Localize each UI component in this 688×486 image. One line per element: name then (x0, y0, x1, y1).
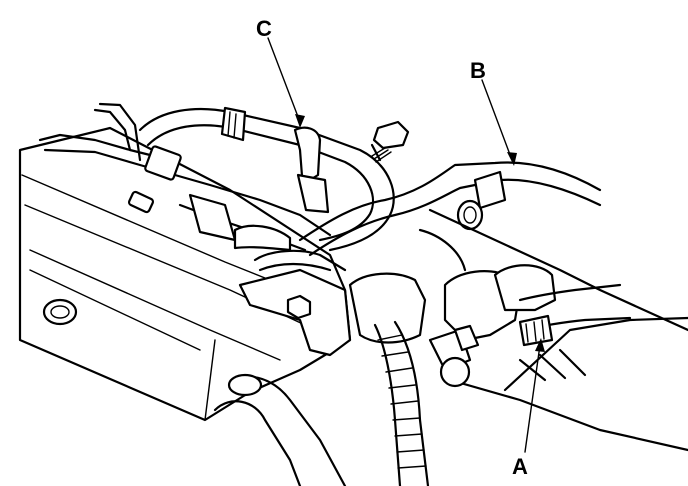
clamp-b (473, 170, 507, 210)
callout-leader-c (267, 37, 305, 128)
callout-label-a: A (512, 454, 528, 479)
wire-harness (38, 102, 182, 214)
callout-label-c: C (256, 16, 272, 41)
pressure-port (439, 356, 471, 388)
oil-filler-cap (42, 298, 78, 326)
mounting-bolt (370, 120, 410, 163)
mounting-bracket (238, 268, 427, 357)
bracket-bolt (286, 294, 312, 320)
clamp-c (293, 126, 322, 182)
harness-connector (144, 145, 182, 181)
callout-leader-b (481, 79, 517, 166)
lower-coolant-pipe (213, 373, 347, 486)
hose-b (298, 161, 602, 257)
hose-a (518, 283, 632, 347)
throttle-assembly (173, 173, 347, 272)
callout-leader-a (524, 338, 545, 453)
hose-joint (220, 106, 247, 142)
right-assembly (418, 208, 688, 452)
callout-label-b: B (470, 58, 486, 83)
corrugated-harness (373, 320, 430, 486)
